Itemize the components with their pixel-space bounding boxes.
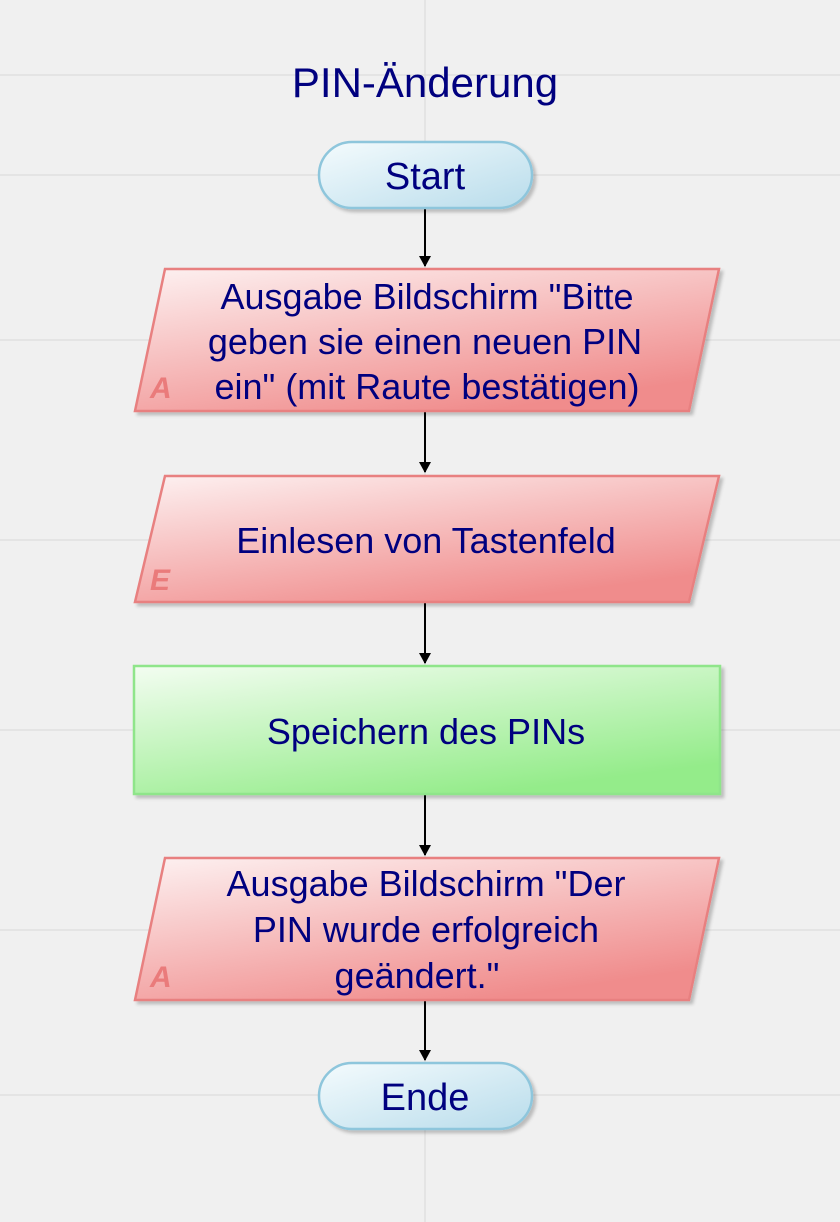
end-terminal[interactable]: Ende bbox=[317, 1061, 534, 1131]
output1-line-3: ein" (mit Raute bestätigen) bbox=[215, 366, 640, 407]
process-node-save-pin[interactable]: Speichern des PINs bbox=[132, 664, 722, 796]
output-node-enter-pin[interactable]: A Ausgabe Bildschirm "Bitte geben sie ei… bbox=[133, 267, 721, 413]
output2-line-2: PIN wurde erfolgreich bbox=[253, 909, 599, 950]
input-marker-e: E bbox=[150, 564, 171, 597]
output1-line-1: Ausgabe Bildschirm "Bitte bbox=[221, 276, 634, 317]
diagram-title: PIN-Änderung bbox=[292, 59, 558, 106]
output-marker-a: A bbox=[149, 372, 172, 405]
output-marker-a-2: A bbox=[149, 961, 172, 994]
output1-line-2: geben sie einen neuen PIN bbox=[208, 321, 642, 362]
start-label: Start bbox=[385, 156, 466, 198]
output2-line-1: Ausgabe Bildschirm "Der bbox=[227, 863, 626, 904]
output-node-pin-changed[interactable]: A Ausgabe Bildschirm "Der PIN wurde erfo… bbox=[133, 856, 721, 1002]
input-node-keypad[interactable]: E Einlesen von Tastenfeld bbox=[133, 474, 721, 604]
input1-label: Einlesen von Tastenfeld bbox=[236, 520, 616, 561]
output2-line-3: geändert." bbox=[335, 955, 500, 996]
end-label: Ende bbox=[381, 1077, 470, 1119]
process1-label: Speichern des PINs bbox=[267, 711, 585, 752]
start-terminal[interactable]: Start bbox=[317, 140, 534, 210]
